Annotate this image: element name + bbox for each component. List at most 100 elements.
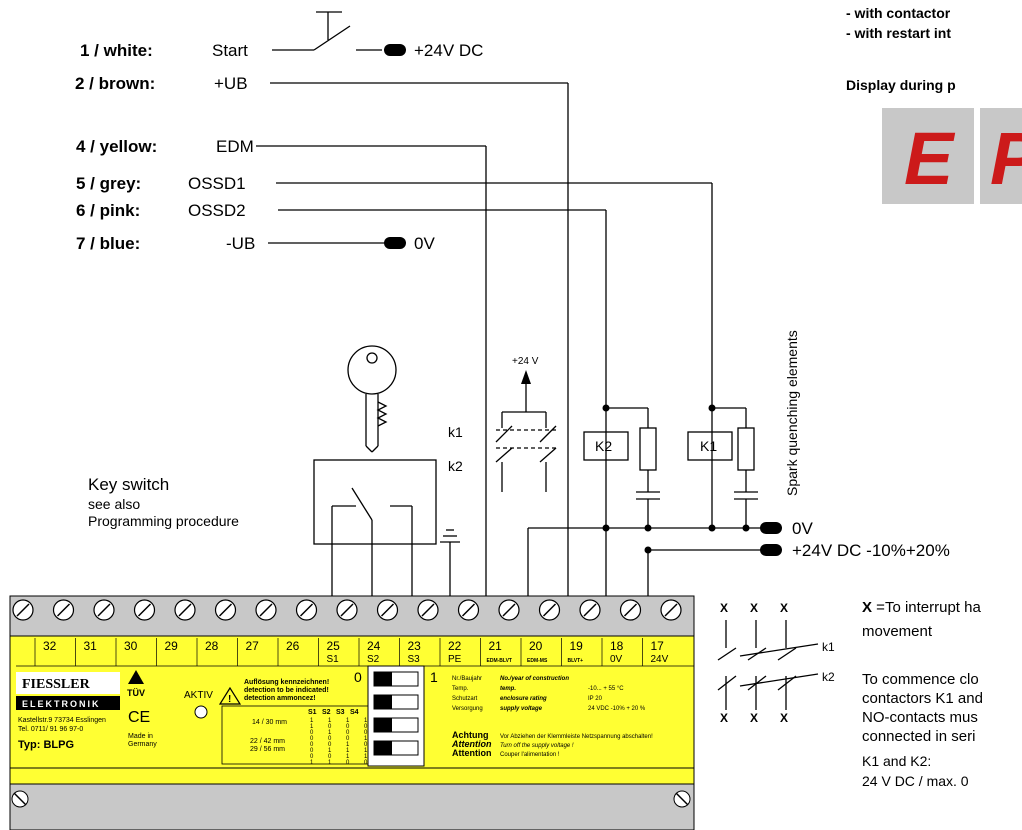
- res-3: 29 / 56 mm: [250, 746, 285, 753]
- attention-fr-txt: Couper l'alimentation !: [500, 752, 560, 758]
- wire-label-6: 6 / pink:: [76, 201, 140, 220]
- x-mark-5: X: [750, 711, 758, 725]
- segment-e: E: [904, 117, 956, 200]
- res-1: 14 / 30 mm: [252, 719, 287, 726]
- terminal-screw[interactable]: [133, 599, 156, 621]
- s-col-head: S1: [308, 709, 317, 716]
- attention-en-txt: Turn off the supply voltage !: [500, 743, 574, 749]
- wire-signal-6: OSSD2: [188, 201, 246, 220]
- x-mark-3: X: [780, 601, 788, 615]
- wire-signal-2: +UB: [214, 74, 248, 93]
- aktiv-label: AKTIV: [184, 690, 213, 701]
- dip-switch[interactable]: [373, 671, 419, 687]
- display-digit-2: [980, 108, 1022, 204]
- dip-switch[interactable]: [373, 694, 419, 710]
- terminal-screw[interactable]: [498, 599, 520, 621]
- s-row: 0 0 0 1: [310, 736, 374, 742]
- s-col-head: S2: [322, 709, 331, 716]
- spec-nr-en: No./year of construction: [500, 676, 569, 682]
- terminal-sub: S2: [367, 654, 380, 665]
- wire-signal-4: EDM: [216, 137, 254, 156]
- wire-signal-7: -UB: [226, 234, 255, 253]
- wire-signal-5: OSSD1: [188, 174, 246, 193]
- terminal-screw[interactable]: [255, 599, 277, 621]
- germany: Germany: [128, 741, 157, 748]
- terminal-screw[interactable]: [457, 599, 480, 621]
- attention-fr: Attention: [452, 748, 492, 758]
- s-row: 1 1 0 0: [310, 760, 374, 766]
- spec-schutz-en: enclosure rating: [500, 696, 547, 702]
- terminal-screw[interactable]: [336, 599, 358, 621]
- terminal-screw[interactable]: [660, 599, 682, 621]
- blue-0v-label: 0V: [414, 234, 435, 253]
- terminal-number: 18: [610, 639, 624, 653]
- right-24v-label: +24V DC -10%+20%: [792, 541, 950, 560]
- k1-relay-label: K1: [700, 438, 717, 454]
- terminal-screw[interactable]: [12, 599, 34, 621]
- para-1: To commence clo: [862, 671, 979, 688]
- terminal-number: 32: [43, 639, 57, 653]
- terminal-screw[interactable]: [417, 599, 439, 621]
- s-row: 0 1 1 1: [310, 748, 374, 754]
- dip-switch[interactable]: [373, 740, 419, 756]
- terminal-number: 23: [408, 639, 422, 653]
- terminal-sub: S1: [327, 654, 340, 665]
- achtung-txt: Vor Abziehen der Klemmleiste Netzspannun…: [500, 734, 653, 740]
- terminal-screw[interactable]: [214, 599, 237, 621]
- terminal-screw[interactable]: [93, 599, 115, 621]
- para-6: 24 V DC / max. 0: [862, 773, 969, 789]
- wire-label-4: 4 / yellow:: [76, 137, 157, 156]
- top-right-line1: - with contactor: [846, 5, 951, 21]
- warn-2: detection to be indicated!: [244, 687, 329, 694]
- spec-temp: Temp.: [452, 686, 469, 692]
- terminal-number: 26: [286, 639, 300, 653]
- spec-vers-en: supply voltage: [500, 706, 543, 712]
- terminal-screw[interactable]: [579, 599, 601, 621]
- terminal-sub: BLVT+: [568, 658, 584, 664]
- terminal-sub: 24V: [651, 654, 669, 665]
- k1-symbol-label: k1: [822, 640, 835, 654]
- s-row: 0 0 1 1: [310, 754, 374, 760]
- para-2: contactors K1 and: [862, 690, 983, 707]
- bottom-strip: [9, 783, 695, 830]
- terminal-number: 30: [124, 639, 138, 653]
- wire-label-5: 5 / grey:: [76, 174, 141, 193]
- terminal-number: 25: [327, 639, 341, 653]
- terminal-number: 20: [529, 639, 543, 653]
- s-row: 1 1 1 1: [310, 718, 374, 724]
- spec-schutz-val: IP 20: [588, 696, 603, 702]
- terminal-number: 17: [651, 639, 665, 653]
- terminal-number: 19: [570, 639, 584, 653]
- terminal-number: 21: [489, 639, 503, 653]
- terminal-sub: EDM-BLVT: [487, 658, 512, 664]
- terminal-screw[interactable]: [52, 599, 75, 621]
- terminal-screw[interactable]: [538, 599, 561, 621]
- terminal-screw[interactable]: [376, 599, 399, 621]
- terminal-number: 22: [448, 639, 462, 653]
- terminal-screw[interactable]: [174, 599, 196, 621]
- s-row: 1 0 0 0: [310, 724, 374, 730]
- para-3: NO-contacts mus: [862, 709, 978, 726]
- warn-1: Auflösung kennzeichnen!: [244, 679, 329, 686]
- k2-relay-label: K2: [595, 438, 612, 454]
- dip-switch[interactable]: [373, 717, 419, 733]
- attention-en: Attention: [451, 739, 492, 749]
- programming-label: Programming procedure: [88, 513, 239, 529]
- spec-temp-val: -10... + 55 °C: [588, 686, 624, 692]
- display-label: Display during p: [846, 77, 956, 93]
- terminal-sub: EDM-MS: [527, 658, 548, 664]
- brand-name: FIESSLER: [22, 677, 91, 692]
- top-right-line2: - with restart int: [846, 25, 951, 41]
- terminal-number: 28: [205, 639, 219, 653]
- terminal-screw[interactable]: [295, 599, 318, 621]
- k2-symbol-label: k2: [822, 670, 835, 684]
- movement-text: movement: [862, 623, 933, 640]
- spark-quenching-label: Spark quenching elements: [784, 330, 800, 496]
- type-label: Typ: BLPG: [18, 739, 74, 751]
- terminal-sub: PE: [448, 654, 462, 665]
- segment-p: P: [990, 117, 1022, 200]
- dip-switches: [373, 671, 419, 756]
- terminal-screw[interactable]: [619, 599, 642, 621]
